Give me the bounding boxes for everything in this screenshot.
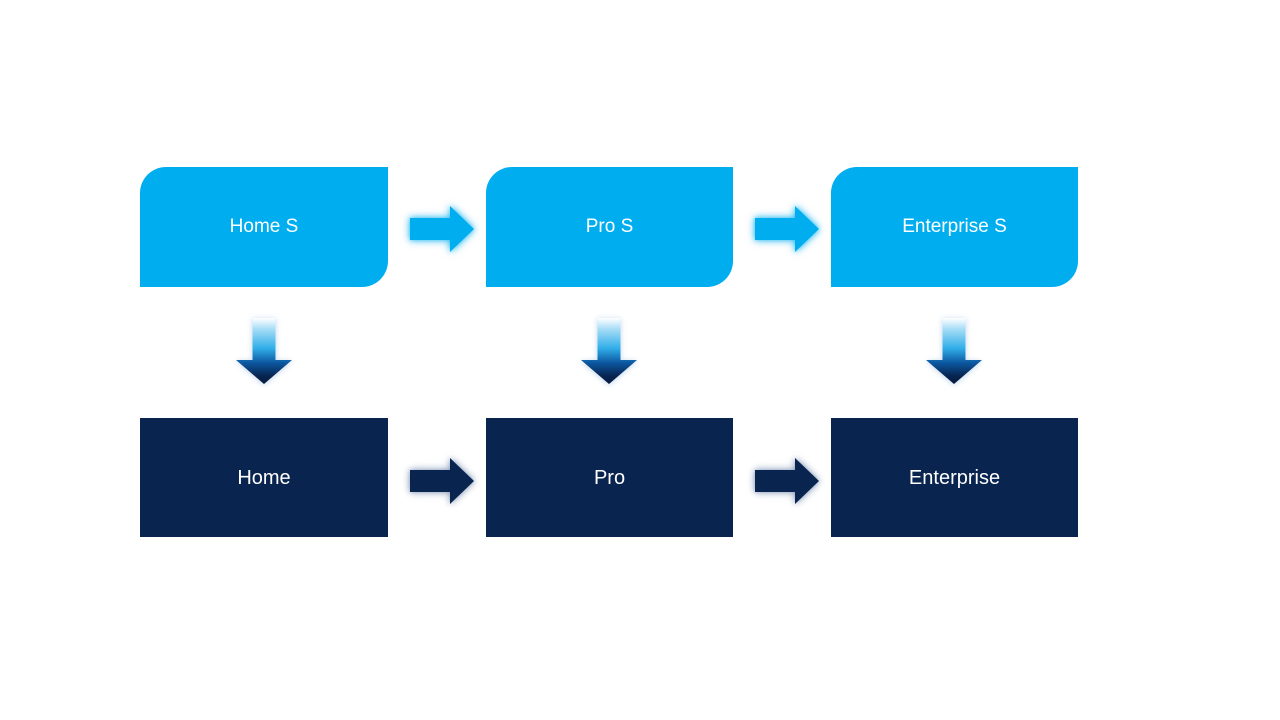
right-arrow-shape (410, 458, 474, 504)
right-arrow-icon (755, 206, 819, 252)
down-arrow-shape (581, 318, 637, 384)
box-home: Home (140, 418, 388, 537)
down-arrow-icon (926, 318, 982, 384)
box-home-s-label: Home S (229, 215, 299, 237)
box-pro-s-label: Pro S (585, 215, 634, 237)
right-arrow-icon (410, 206, 474, 252)
box-home-s: Home S (140, 167, 388, 287)
box-enterprise-label: Enterprise (908, 466, 1001, 489)
right-arrow-shape (410, 206, 474, 252)
box-pro-label: Pro (593, 466, 626, 489)
right-arrow-icon (755, 458, 819, 504)
right-arrow-icon (410, 458, 474, 504)
down-arrow-icon (236, 318, 292, 384)
box-enterprise-s: Enterprise S (831, 167, 1078, 287)
box-enterprise: Enterprise (831, 418, 1078, 537)
right-arrow-shape (755, 458, 819, 504)
box-home-label: Home (237, 466, 291, 489)
down-arrow-icon (581, 318, 637, 384)
box-pro-s: Pro S (486, 167, 733, 287)
box-pro: Pro (486, 418, 733, 537)
right-arrow-shape (755, 206, 819, 252)
down-arrow-shape (926, 318, 982, 384)
box-enterprise-s-label: Enterprise S (902, 215, 1007, 237)
down-arrow-shape (236, 318, 292, 384)
